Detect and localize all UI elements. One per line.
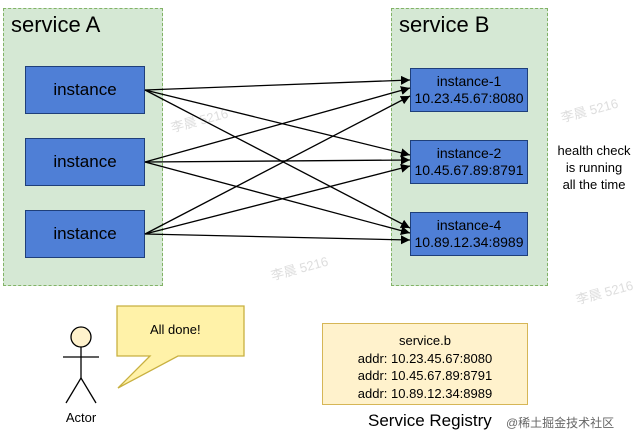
service-a-instance-2: instance [25, 138, 145, 186]
instance-addr: 10.89.12.34:8989 [414, 234, 524, 250]
service-a-title: service A [11, 12, 101, 37]
service-a-instance-3: instance [25, 210, 145, 258]
registry-addr-2: addr: 10.45.67.89:8791 [357, 368, 493, 384]
actor-icon [63, 326, 99, 404]
service-b-title: service B [399, 12, 490, 37]
arrow-a3-b1 [144, 95, 411, 235]
health-check-label: health check is running all the time [550, 143, 638, 194]
callout-text: All done! [150, 322, 201, 337]
health-check-line-2: is running [565, 159, 623, 175]
actor-label: Actor [65, 410, 97, 425]
instance-addr: 10.45.67.89:8791 [414, 162, 524, 178]
service-a-instance-1: instance [25, 66, 145, 114]
instance-name: instance-1 [436, 73, 502, 90]
arrow-a2-b1 [144, 86, 411, 163]
registry-addr-1: addr: 10.23.45.67:8080 [357, 350, 493, 366]
arrow-a1-b3 [144, 89, 411, 229]
health-check-line-1: health check [557, 143, 631, 158]
arrow-a2-b3 [144, 161, 411, 236]
health-check-line-3: all the time [562, 176, 626, 192]
instance-name: instance-2 [436, 145, 502, 162]
arrow-a1-b1 [144, 75, 411, 91]
instance-name: instance-4 [436, 217, 502, 234]
instance-addr: 10.23.45.67:8080 [414, 90, 524, 106]
service-b-instance-4: instance-4 10.89.12.34:8989 [410, 212, 528, 256]
service-registry-title: Service Registry [368, 411, 492, 430]
arrow-a3-b3 [144, 233, 411, 245]
service-registry-box: service.b addr: 10.23.45.67:8080 addr: 1… [322, 323, 528, 405]
service-b-instance-1: instance-1 10.23.45.67:8080 [410, 68, 528, 112]
arrow-a3-b2 [144, 163, 411, 235]
service-b-instance-2: instance-2 10.45.67.89:8791 [410, 140, 528, 184]
speech-callout [116, 305, 245, 389]
arrow-a1-b2 [144, 89, 411, 158]
registry-service-name: service.b [398, 333, 452, 348]
registry-addr-3: addr: 10.89.12.34:8989 [357, 385, 493, 401]
arrow-a2-b2 [144, 155, 411, 165]
site-watermark: @稀土掘金技术社区 [506, 416, 615, 430]
